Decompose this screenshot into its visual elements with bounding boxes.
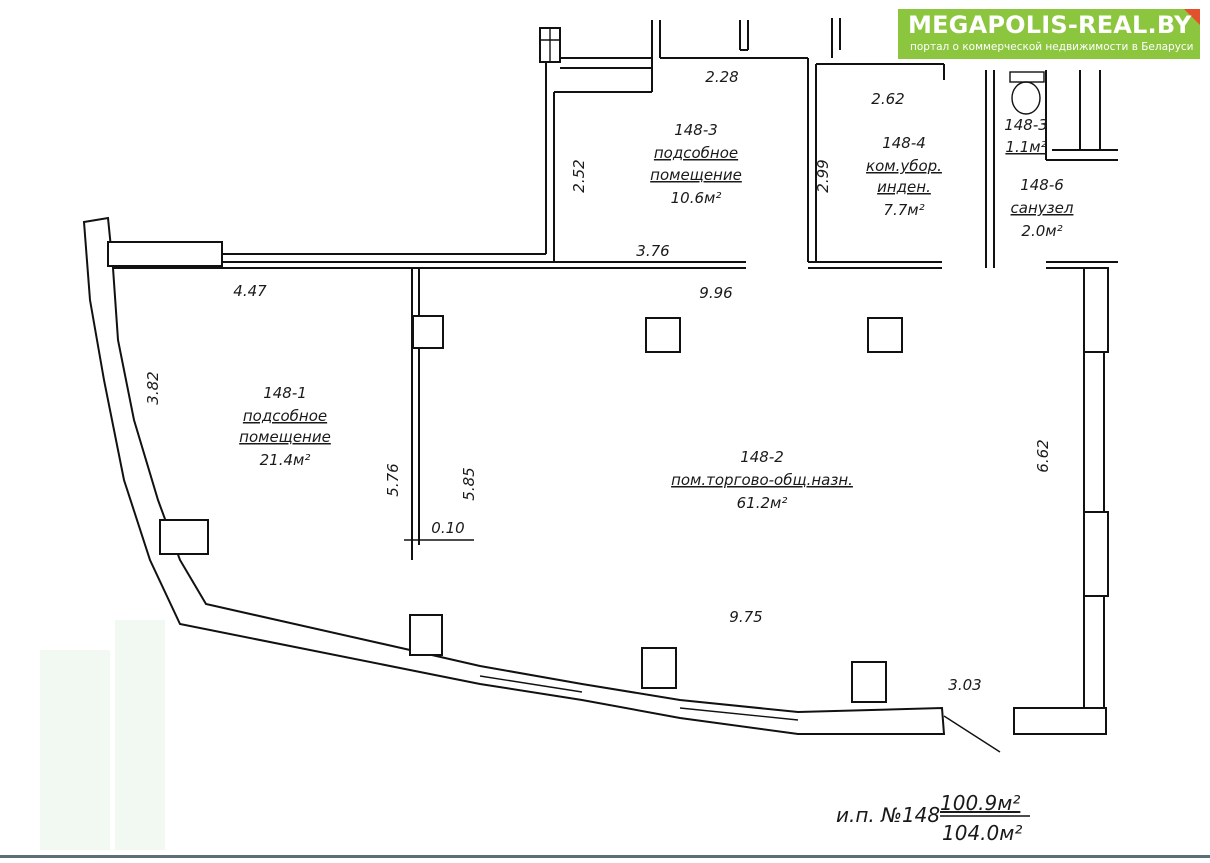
- room-label-148-2: 148-2 пом.торгово-общ.назн. 61.2м²: [671, 448, 853, 512]
- toilet-icon: [1009, 71, 1045, 115]
- svg-text:1.1м²: 1.1м²: [1005, 138, 1046, 156]
- room-label-148-6: 148-6 санузел 2.0м²: [1011, 176, 1074, 240]
- brand-tagline: портал о коммерческой недвижимости в Бел…: [910, 41, 1194, 53]
- svg-text:148-3: 148-3: [674, 121, 718, 139]
- svg-text:ком.убор.: ком.убор.: [866, 157, 942, 175]
- dim-5-85: 5.85: [460, 467, 478, 500]
- dim-4-47: 4.47: [233, 282, 267, 300]
- summary-prefix: и.п. №148: [836, 803, 940, 827]
- column-1: [412, 315, 444, 349]
- interior-walls: [113, 18, 1118, 735]
- dim-2-62: 2.62: [871, 90, 904, 108]
- exterior-wall-curved: [82, 216, 1001, 753]
- dim-2-28: 2.28: [705, 68, 738, 86]
- dim-0-10: 0.10: [431, 519, 464, 537]
- svg-text:инден.: инден.: [877, 178, 931, 196]
- area-summary: и.п. №148 100.9м² 104.0м²: [836, 791, 1030, 845]
- brand-name: MEGAPOLIS-REAL.BY: [908, 11, 1192, 39]
- column-3: [867, 317, 903, 353]
- column-2: [645, 317, 681, 353]
- dim-3-82: 3.82: [144, 371, 162, 404]
- svg-text:помещение: помещение: [650, 166, 742, 184]
- dim-5-76: 5.76: [384, 463, 402, 496]
- wall-top-left-stub: [107, 241, 223, 267]
- dim-2-52: 2.52: [570, 159, 588, 192]
- brand-logo[interactable]: MEGAPOLIS-REAL.BY портал о коммерческой …: [898, 9, 1200, 59]
- svg-text:61.2м²: 61.2м²: [737, 494, 788, 512]
- svg-text:подсобное: подсобное: [654, 144, 738, 162]
- svg-text:2.0м²: 2.0м²: [1021, 222, 1062, 240]
- watermark-building-icon: [40, 620, 165, 850]
- logo-corner-accent: [1184, 9, 1200, 25]
- dimension-labels: 2.28 2.62 2.52 2.99 3.76 4.47 9.96 3.82 …: [144, 68, 1052, 694]
- svg-text:санузел: санузел: [1011, 199, 1074, 217]
- svg-text:помещение: помещение: [239, 428, 331, 446]
- bottom-divider: [0, 855, 1210, 858]
- svg-text:148-4: 148-4: [882, 134, 926, 152]
- room-label-148-3: 148-3 подсобное помещение 10.6м²: [650, 121, 742, 207]
- room-label-148-4: 148-4 ком.убор. инден. 7.7м²: [866, 134, 942, 219]
- summary-area-main: 100.9м²: [940, 791, 1020, 815]
- svg-text:7.7м²: 7.7м²: [883, 201, 924, 219]
- dim-9-75: 9.75: [729, 608, 762, 626]
- svg-text:148-1: 148-1: [263, 384, 307, 402]
- svg-text:148-2: 148-2: [740, 448, 784, 466]
- dim-2-99: 2.99: [814, 159, 832, 192]
- dim-6-62: 6.62: [1034, 439, 1052, 472]
- room-label-148-1: 148-1 подсобное помещение 21.4м²: [239, 384, 331, 469]
- svg-text:148-6: 148-6: [1020, 176, 1064, 194]
- dim-9-96: 9.96: [699, 284, 732, 302]
- svg-text:148-3: 148-3: [1004, 116, 1048, 134]
- svg-text:21.4м²: 21.4м²: [260, 451, 311, 469]
- svg-text:10.6м²: 10.6м²: [671, 189, 722, 207]
- summary-area-total: 104.0м²: [942, 821, 1022, 845]
- svg-text:пом.торгово-общ.назн.: пом.торгово-общ.назн.: [671, 471, 853, 489]
- dim-3-03: 3.03: [948, 676, 981, 694]
- room-label-148-3-small: 148-3 1.1м²: [1004, 116, 1048, 156]
- svg-text:подсобное: подсобное: [243, 407, 327, 425]
- dim-3-76: 3.76: [636, 242, 669, 260]
